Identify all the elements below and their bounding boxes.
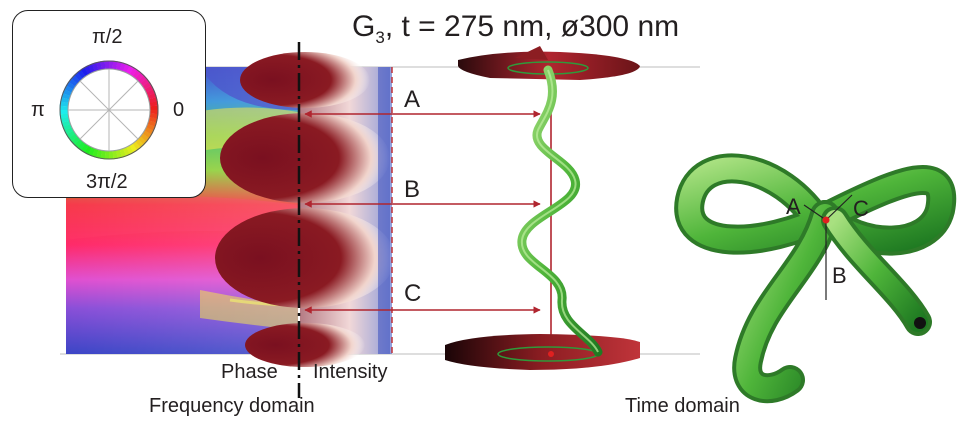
knot-marker-b: B <box>832 265 847 287</box>
marker-c-label: C <box>404 282 421 306</box>
time-domain-column <box>445 46 640 370</box>
title-base: G <box>352 10 375 43</box>
intensity-column-label: Intensity <box>313 362 387 382</box>
legend-label-left: π <box>31 100 45 120</box>
figure-title: G3, t = 275 nm, ø300 nm <box>352 12 679 46</box>
bottom-ribbon <box>445 334 640 370</box>
knot-center-dot <box>823 217 830 224</box>
phase-column-label: Phase <box>221 362 278 382</box>
legend-label-right: 0 <box>173 100 184 120</box>
marker-b-label: B <box>404 178 420 202</box>
title-params: , t = 275 nm, ø300 nm <box>385 10 679 43</box>
legend-label-bottom: 3π/2 <box>86 172 128 192</box>
time-domain-label: Time domain <box>625 396 740 416</box>
marker-a-label: A <box>404 88 420 112</box>
knot-marker-a: A <box>786 196 801 218</box>
knot-end <box>914 317 926 329</box>
knot-3d <box>689 168 941 388</box>
title-subscript: 3 <box>375 28 384 47</box>
frequency-domain-label: Frequency domain <box>149 396 315 416</box>
knot-marker-c: C <box>853 198 869 220</box>
legend-label-top: π/2 <box>92 27 122 47</box>
